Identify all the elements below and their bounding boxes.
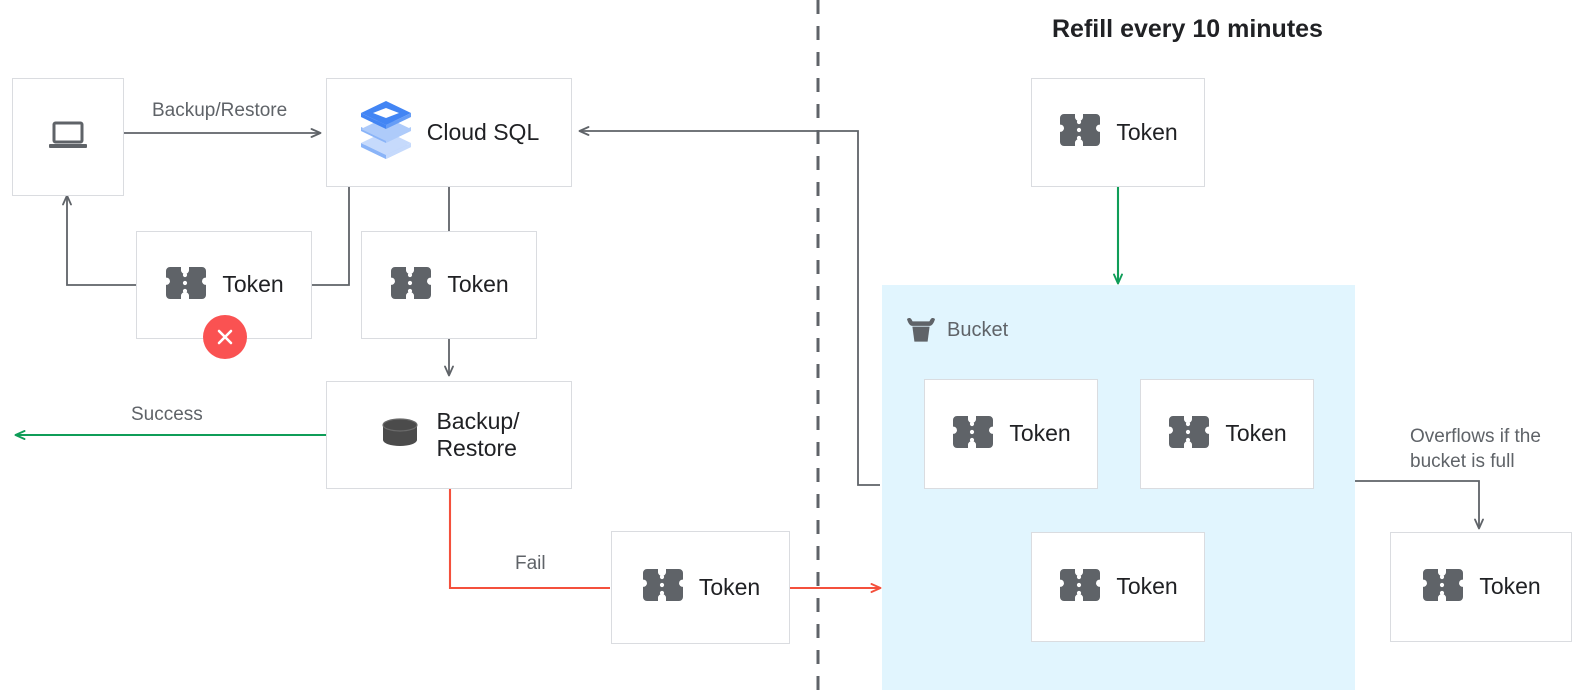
node-client[interactable]: [12, 78, 124, 196]
token-bucket-3-label: Token: [1116, 573, 1178, 600]
backup-restore-label: Backup/ Restore: [436, 407, 520, 461]
node-backup-restore[interactable]: Backup/ Restore: [326, 381, 572, 489]
cloud-sql-label: Cloud SQL: [426, 118, 540, 145]
edge-label-success: Success: [131, 404, 203, 425]
node-token-refill[interactable]: Token: [1031, 78, 1205, 187]
diagram-title: Refill every 10 minutes: [1052, 15, 1323, 43]
node-token-bucket-1[interactable]: Token: [924, 379, 1098, 489]
token-icon: [164, 265, 208, 306]
edge-failedtoken-to-client: [62, 194, 136, 286]
token-refill-label: Token: [1116, 118, 1178, 145]
token-icon: [641, 567, 685, 608]
token-icon: [1058, 567, 1102, 608]
token-failed-label: Token: [222, 271, 284, 298]
token-bucket-2-label: Token: [1225, 420, 1287, 447]
bucket-icon: [905, 313, 937, 348]
edge-bucket-overflow: [1355, 480, 1484, 530]
token-icon: [389, 265, 433, 306]
node-cloud-sql[interactable]: Cloud SQL: [326, 78, 572, 187]
node-token-fail[interactable]: Token: [611, 531, 790, 644]
token-fail-label: Token: [698, 573, 761, 600]
node-token-overflow[interactable]: Token: [1390, 532, 1572, 642]
node-token-sql[interactable]: Token: [361, 231, 537, 339]
edge-bucket-to-cloudsql: [578, 126, 880, 486]
token-icon: [951, 414, 995, 455]
node-token-bucket-3[interactable]: Token: [1031, 532, 1205, 642]
bucket-header: Bucket: [905, 313, 1008, 348]
error-x-icon: [203, 315, 247, 359]
token-icon: [1058, 112, 1102, 153]
edge-cloudsql-to-failedtoken: [311, 187, 350, 286]
cloud-sql-icon: [359, 99, 413, 166]
token-icon: [1167, 414, 1211, 455]
token-sql-label: Token: [447, 271, 509, 298]
bucket-label: Bucket: [947, 319, 1009, 341]
token-icon: [1421, 567, 1465, 608]
edge-label-backup-restore: Backup/Restore: [152, 100, 288, 121]
edge-label-fail: Fail: [515, 553, 546, 574]
node-token-bucket-2[interactable]: Token: [1140, 379, 1314, 489]
token-overflow-label: Token: [1479, 573, 1541, 600]
edge-label-overflow: Overflows if the bucket is full: [1410, 426, 1541, 473]
token-bucket-1-label: Token: [1009, 420, 1071, 447]
database-icon: [378, 415, 422, 456]
laptop-icon: [46, 117, 90, 158]
